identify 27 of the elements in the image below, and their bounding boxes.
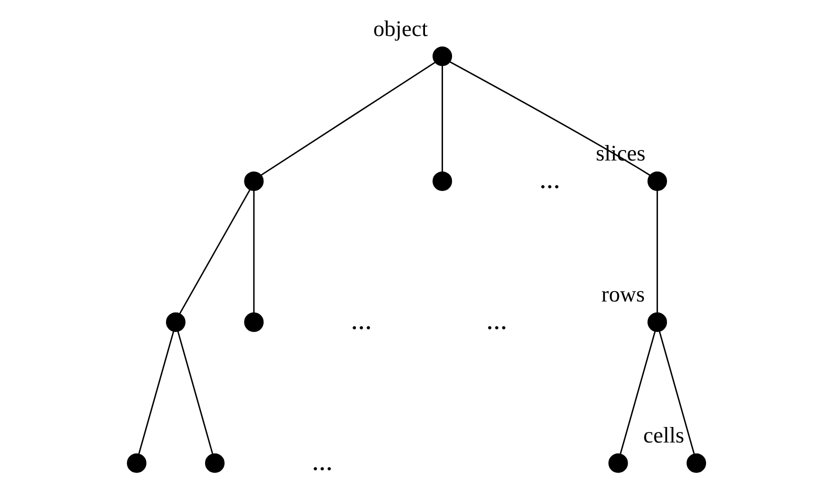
connector xyxy=(260,62,436,176)
connector xyxy=(656,190,658,313)
label: ... xyxy=(486,305,507,336)
connector xyxy=(138,331,174,454)
label: ... xyxy=(350,305,372,336)
connector xyxy=(658,331,694,454)
connector xyxy=(178,189,250,314)
label: ... xyxy=(311,446,332,478)
connector xyxy=(619,331,656,454)
node-circle xyxy=(244,171,264,191)
node-circle xyxy=(126,453,146,473)
node-circle xyxy=(432,46,452,66)
node-circle xyxy=(432,171,452,191)
node-circle xyxy=(204,453,224,473)
node-circle xyxy=(244,312,264,332)
connector xyxy=(252,190,254,313)
connector xyxy=(176,331,213,454)
label: ... xyxy=(538,164,560,196)
node-label: object xyxy=(372,16,428,41)
node-circle xyxy=(165,312,185,332)
node-circle xyxy=(608,453,628,473)
node-label: cells xyxy=(642,422,684,448)
node-circle xyxy=(686,453,706,473)
node-circle xyxy=(647,171,667,191)
connector xyxy=(441,66,443,172)
node-circle xyxy=(647,312,667,332)
node-label: rows xyxy=(600,282,644,307)
